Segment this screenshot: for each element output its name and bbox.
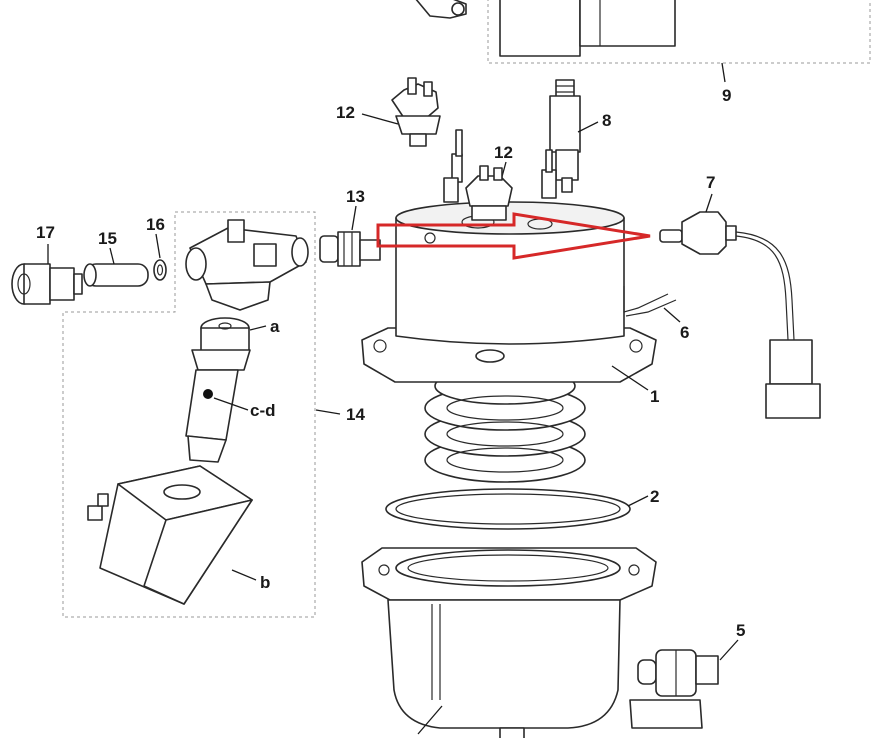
callout-labels: 9 12 8 12 13 7 17 15 16 a 6 1 c-d 14 2 b… <box>36 86 745 640</box>
sensor-part-7 <box>659 193 821 419</box>
top-left-fitting <box>415 0 467 19</box>
boiler-terminals <box>443 129 557 203</box>
boiler-cup-lower <box>361 547 657 738</box>
connector-part-17 <box>11 244 83 305</box>
callout-1: 1 <box>650 387 659 406</box>
solenoid-valve-group-part-14 <box>62 211 341 618</box>
highlight-arrow <box>376 212 651 260</box>
callout-c-d: c-d <box>250 401 276 420</box>
heating-coil <box>424 367 586 483</box>
callout-12: 12 <box>494 143 513 162</box>
callout-a: a <box>270 317 280 336</box>
gasket-part-2 <box>385 488 649 530</box>
temperature-sensor-part-12 <box>361 77 441 147</box>
level-probe-part-8 <box>549 79 599 193</box>
callout-5: 5 <box>736 621 745 640</box>
callout-13: 13 <box>346 187 365 206</box>
callout-8: 8 <box>602 111 611 130</box>
callout-2: 2 <box>650 487 659 506</box>
thermostat-part-12-center <box>465 165 513 221</box>
fitting-part-5 <box>629 639 739 729</box>
solenoid-block-part-9 <box>487 0 871 83</box>
callout-16: 16 <box>146 215 165 234</box>
callout-12: 12 <box>336 103 355 122</box>
washer-part-16 <box>153 233 167 281</box>
callout-7: 7 <box>706 173 715 192</box>
boiler-part-1 <box>361 201 657 483</box>
callout-15: 15 <box>98 229 117 248</box>
callout-b: b <box>260 573 270 592</box>
callout-14: 14 <box>346 405 365 424</box>
tube-part-15 <box>83 247 149 287</box>
clip-part-6 <box>623 286 681 323</box>
callout-17: 17 <box>36 223 55 242</box>
callout-9: 9 <box>722 86 731 105</box>
callout-6: 6 <box>680 323 689 342</box>
fitting-part-13 <box>319 205 381 267</box>
